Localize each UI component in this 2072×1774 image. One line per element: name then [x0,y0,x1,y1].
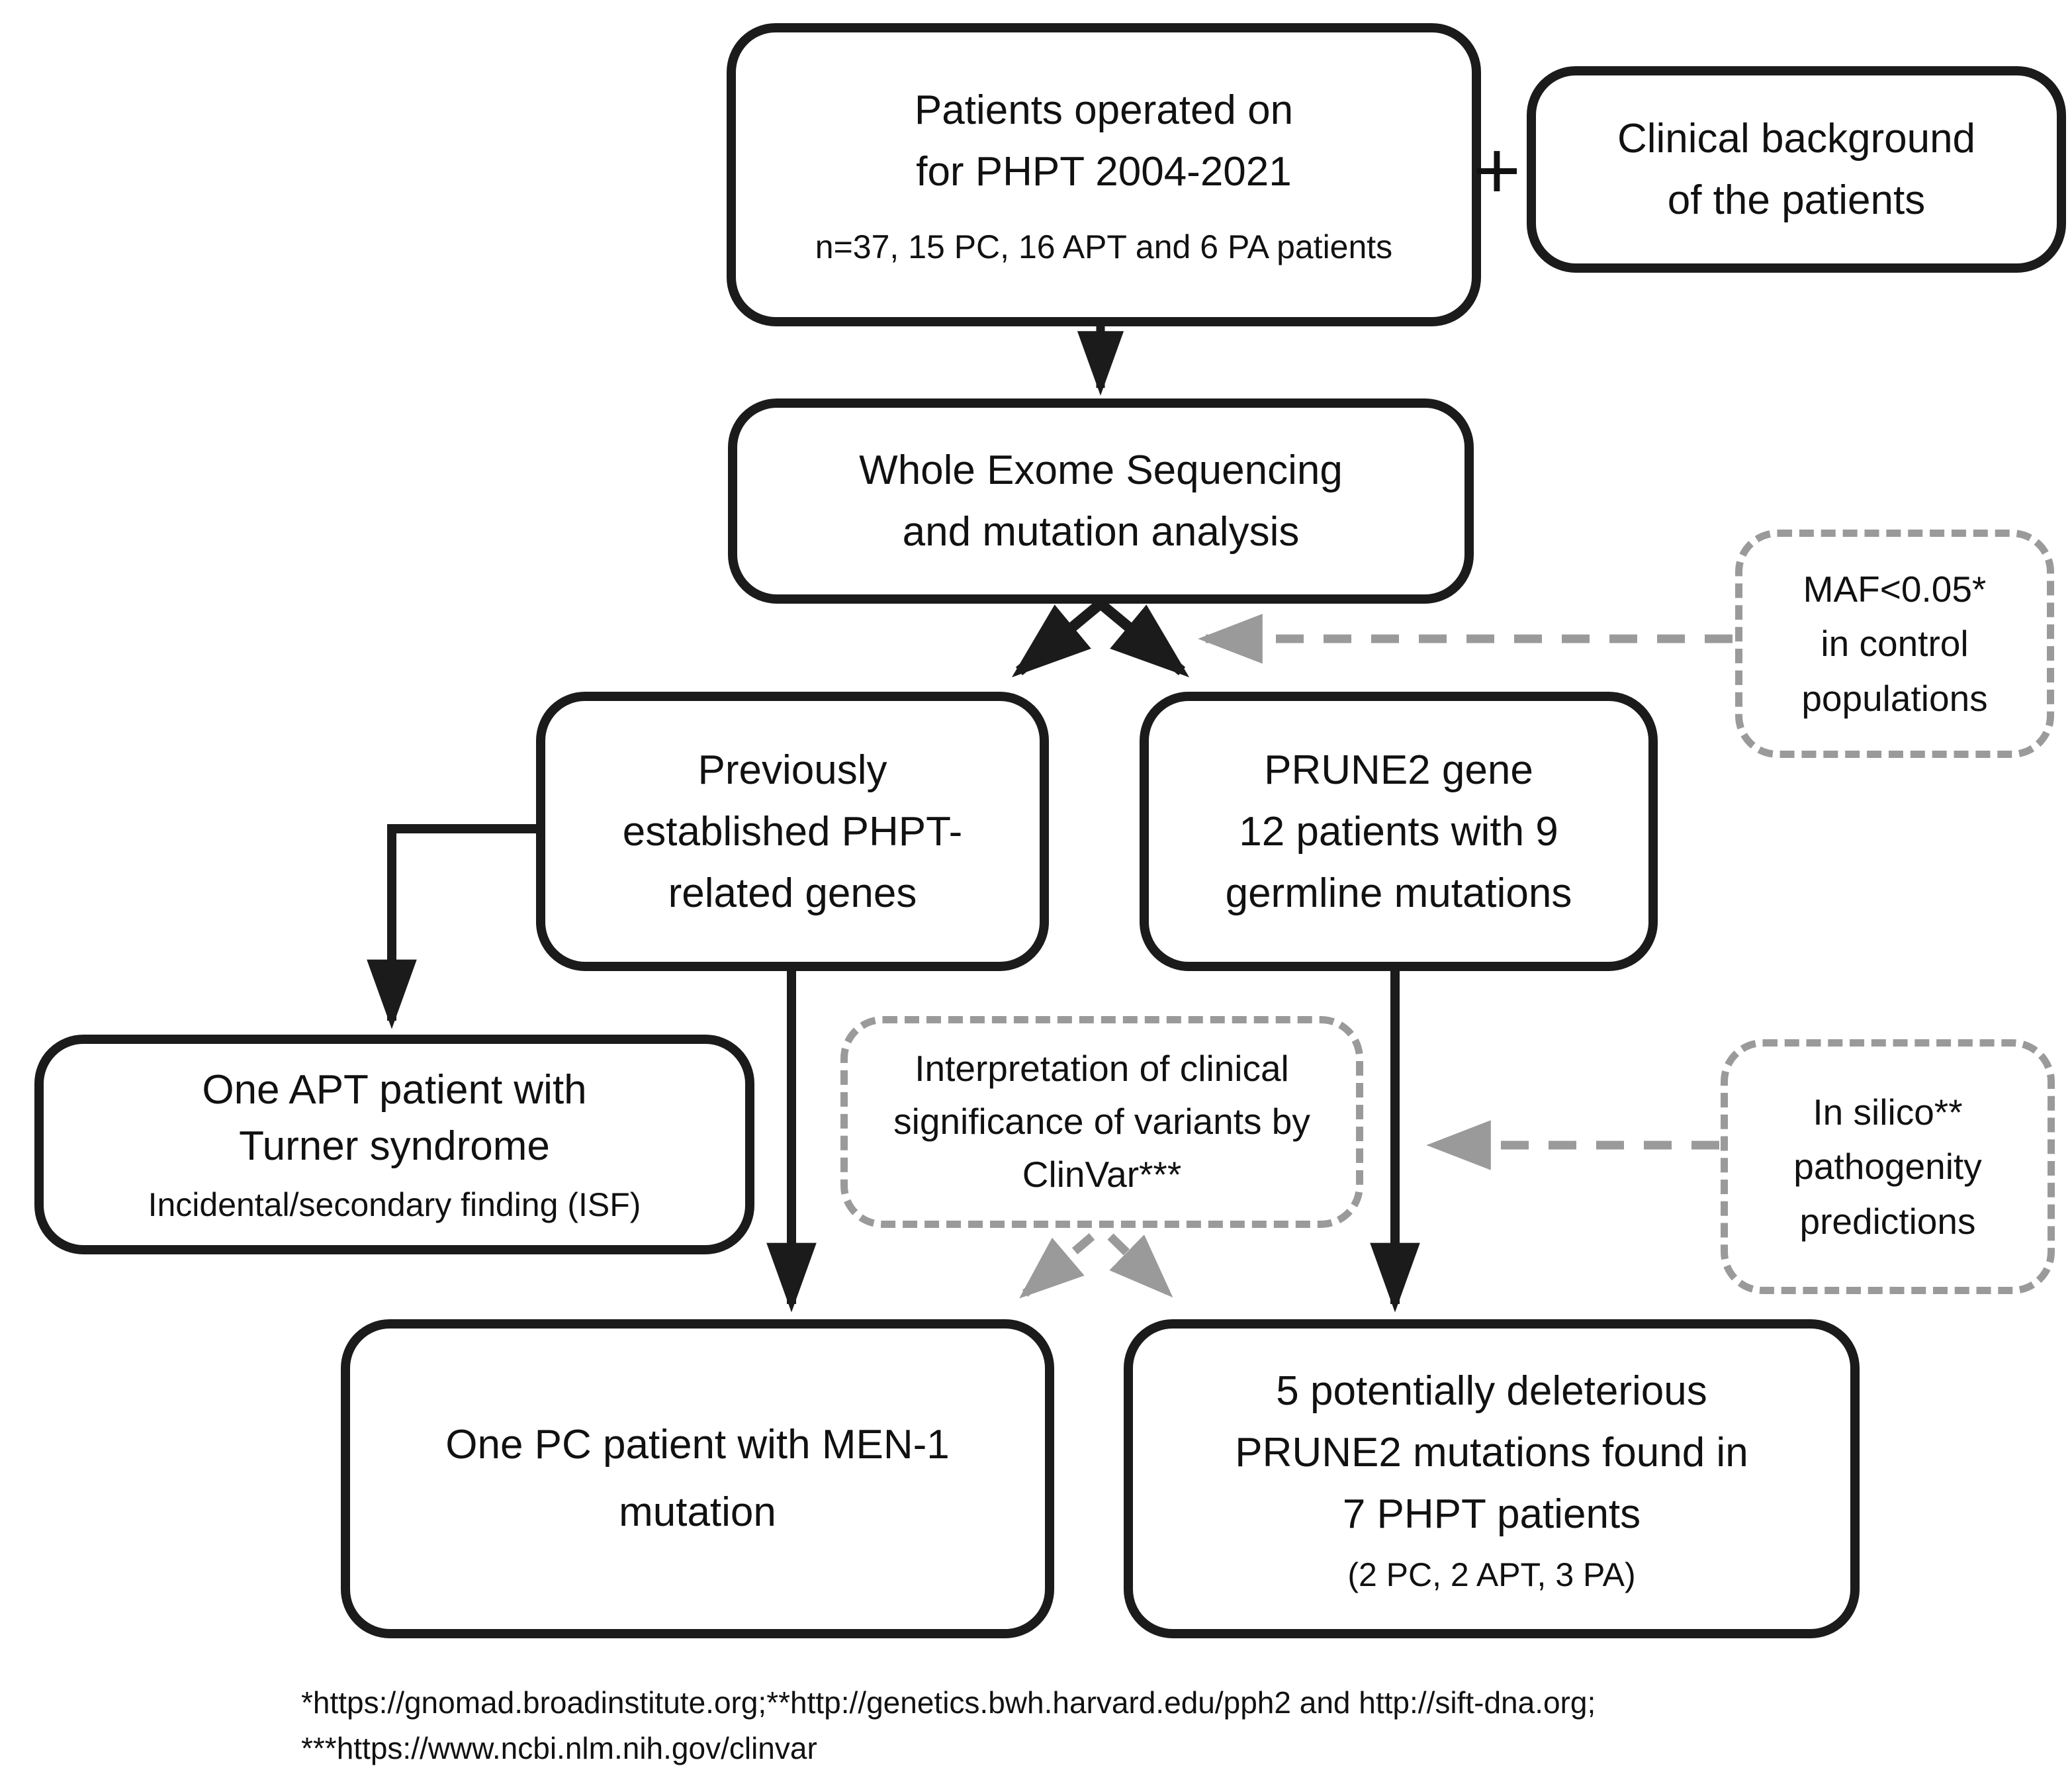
box-prune2-gene: PRUNE2 gene 12 patients with 9 germline … [1140,692,1658,971]
dashed-arrow-clinvar-to-pc [1019,1233,1095,1299]
footnote-line2: ***https://www.ncbi.nlm.nih.gov/clinvar [301,1731,817,1765]
box-prev-line2: established PHPT- [622,808,963,855]
box-maf-line3: populations [1801,677,1988,719]
box-patients-cohort: n=37, 15 PC, 16 APT and 6 PA patients [815,228,1393,266]
box-wes-line1: Whole Exome Sequencing [859,447,1343,493]
box-maf-line1: MAF<0.05* [1803,568,1987,610]
arrow-wes-to-prune2 [1097,599,1190,678]
box-pc-line1: One PC patient with MEN-1 [445,1421,950,1468]
box-clinvar-interpretation: Interpretation of clinical significance … [840,1016,1363,1228]
box-insilico-line1: In silico** [1813,1091,1963,1133]
box-apt-line1: One APT patient with [202,1066,587,1113]
box-result-line2: PRUNE2 mutations found in [1235,1429,1748,1475]
box-patients-line2: for PHPT 2004-2021 [916,149,1292,195]
box-prune2-line2: 12 patients with 9 [1239,808,1558,855]
box-clinvar-line2: significance of variants by [893,1101,1310,1143]
arrow-wes-to-prev [1011,599,1104,678]
box-prune2-line3: germline mutations [1225,870,1572,916]
box-maf-line2: in control [1821,623,1969,665]
box-patients-line1: Patients operated on [914,87,1294,134]
arrow-prev-to-apt-elbow [367,824,536,1029]
dashed-arrow-clinvar-to-result [1107,1233,1173,1298]
plus-icon: + [1472,125,1521,216]
box-prev-line3: related genes [668,870,917,916]
box-apt-line2: Turner syndrome [239,1123,550,1170]
box-deleterious-prune2-result: 5 potentially deleterious PRUNE2 mutatio… [1124,1319,1860,1638]
box-insilico-line3: predictions [1799,1200,1976,1242]
box-clinical-line1: Clinical background [1617,116,1976,162]
box-previously-established-genes: Previously established PHPT- related gen… [536,692,1049,971]
box-prev-line1: Previously [698,747,887,793]
box-insilico-predictions: In silico** pathogenity predictions [1721,1039,2055,1294]
box-whole-exome-sequencing: Whole Exome Sequencing and mutation anal… [728,398,1474,604]
box-wes-line2: and mutation analysis [902,509,1300,555]
box-result-line3: 7 PHPT patients [1342,1491,1641,1537]
box-result-line1: 5 potentially deleterious [1276,1368,1707,1414]
box-apt-isf-note: Incidental/secondary finding (ISF) [148,1186,641,1223]
box-apt-turner-syndrome: One APT patient with Turner syndrome Inc… [34,1035,754,1254]
box-clinical-background: Clinical background of the patients [1527,66,2066,273]
box-patients-operated: Patients operated on for PHPT 2004-2021 … [727,23,1481,326]
box-maf-filter: MAF<0.05* in control populations [1735,530,2054,758]
footnote-line1: *https://gnomad.broadinstitute.org;**htt… [301,1685,1596,1720]
footnote: *https://gnomad.broadinstitute.org;**htt… [301,1680,1596,1771]
box-clinvar-line3: ClinVar*** [1022,1153,1182,1195]
box-pc-line2: mutation [619,1489,776,1535]
box-prune2-line1: PRUNE2 gene [1264,747,1533,793]
box-insilico-line2: pathogenity [1793,1146,1982,1188]
box-clinical-line2: of the patients [1667,177,1926,223]
box-pc-men1-mutation: One PC patient with MEN-1 mutation [341,1319,1054,1638]
box-result-breakdown: (2 PC, 2 APT, 3 PA) [1347,1556,1636,1593]
box-clinvar-line1: Interpretation of clinical [915,1048,1289,1090]
